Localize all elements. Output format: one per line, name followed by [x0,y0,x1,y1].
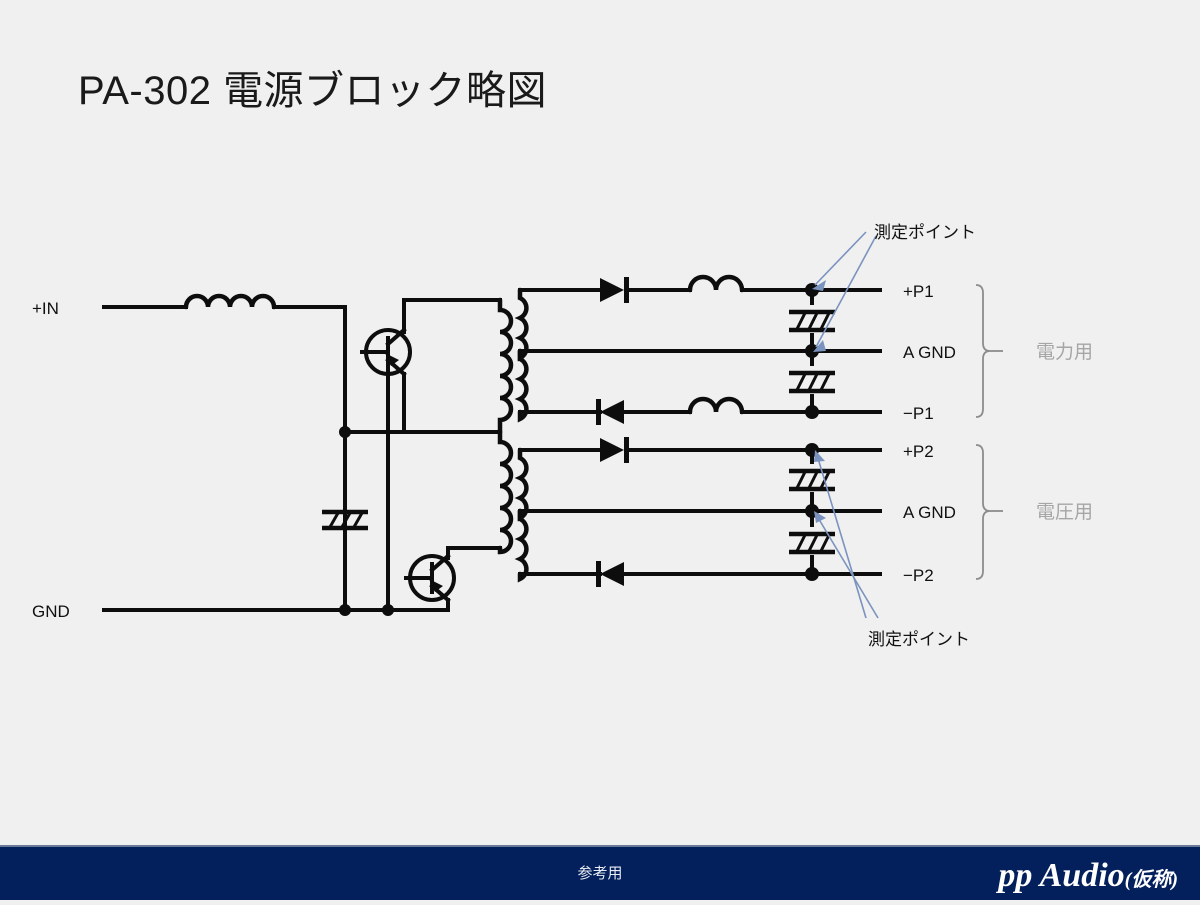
inductor-p1-positive [687,274,745,293]
junction-dot-p1-agnd [805,344,819,358]
inductor-p1-negative [687,396,745,415]
diode-p1-negative [596,399,624,425]
transformer-secondary-p1-lower [514,348,529,423]
transistor-npn-upper [360,327,412,377]
leader-lines-top [812,231,877,352]
transformer-primary-lower [497,429,514,555]
annotation-measure-bottom: 測定ポイント [868,630,970,649]
brand-suffix: (仮称) [1124,869,1178,891]
transformer-secondary-p2-upper [514,447,529,522]
label-rail-p1-negative: −P1 [903,404,934,423]
diode-p2-positive [600,437,629,463]
inductor-input [183,293,277,310]
label-rail-p2-agnd: A GND [903,503,956,522]
transformer-secondary-p1-upper [514,287,529,362]
junction-dot-p2-negative [805,567,819,581]
capacitor-input [322,509,368,531]
label-rail-p2-negative: −P2 [903,566,934,585]
label-group-voltage: 電圧用 [1036,502,1093,523]
capacitor-p2-lower [789,527,835,555]
junction-dot-p1-negative [805,405,819,419]
brace-power-group [975,284,1003,418]
junction-dot-ground-left [339,604,351,616]
label-rail-p1-agnd: A GND [903,343,956,362]
brand-name: pp Audio [998,857,1125,894]
transformer-primary-upper [497,297,514,435]
diode-p2-negative [596,561,624,587]
footer-note: 参考用 [577,865,623,882]
brace-voltage-group [975,444,1003,580]
annotation-measure-top: 測定ポイント [874,223,976,242]
capacitor-p2-upper [789,464,835,492]
page-title: PA-302 電源ブロック略図 [78,69,548,113]
footer-brand: pp Audio(仮称) [998,851,1178,900]
label-rail-p2-positive: +P2 [903,442,934,461]
transistor-npn-lower [404,553,456,603]
label-group-power: 電力用 [1036,341,1093,363]
junction-dot-p1-positive [805,283,819,297]
label-rail-p1-positive: +P1 [903,282,934,301]
capacitor-p1-upper [789,305,835,333]
diode-p1-positive [600,277,629,303]
footer-bar: 参考用 pp Audio(仮称) [0,845,1200,900]
label-input-ground: GND [32,602,70,621]
leader-lines-bottom [814,450,879,619]
label-input-positive: +IN [32,299,59,318]
transformer-secondary-p2-lower [514,508,529,583]
capacitor-p1-lower [789,366,835,394]
circuit-diagram: +IN GND +P1 A GND −P1 +P2 A GND −P2 電力用 … [32,223,1093,649]
